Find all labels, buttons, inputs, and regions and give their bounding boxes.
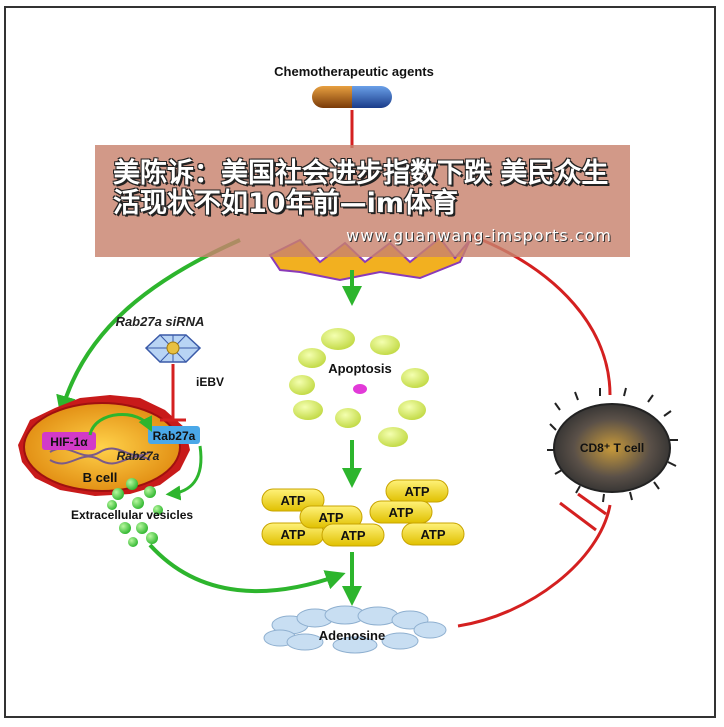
- red-loop-bottom: [457, 504, 612, 628]
- iebv-label: iEBV: [196, 375, 224, 389]
- rab27a-sirna-label: Rab27a siRNA: [116, 314, 205, 329]
- ev-label: Extracellular vesicles: [71, 508, 193, 522]
- apoptosis-label: Apoptosis: [328, 361, 392, 376]
- drug-capsule-icon: [312, 86, 392, 108]
- svg-text:ATP: ATP: [388, 505, 413, 520]
- atp-pill: ATP: [385, 479, 449, 503]
- rab-to-ev-arrow: [165, 445, 203, 501]
- nanoparticle-icon: [144, 334, 202, 363]
- hif1a-label: HIF-1α: [50, 435, 88, 449]
- red-loop-right: [469, 233, 612, 396]
- cd8-t-cell-label: CD8⁺ T cell: [580, 441, 644, 455]
- svg-text:ATP: ATP: [340, 528, 365, 543]
- svg-text:ATP: ATP: [280, 527, 305, 542]
- chemo-label: Chemotherapeutic agents: [274, 64, 434, 79]
- ev-dots: [107, 478, 163, 547]
- svg-text:ATP: ATP: [280, 493, 305, 508]
- svg-text:ATP: ATP: [404, 484, 429, 499]
- atp-pill: ATP: [261, 488, 325, 512]
- rab27a-gene-label: Rab27a: [117, 449, 160, 463]
- apoptosis-bubbles: [289, 328, 429, 447]
- green-arrow-ev-to-adenosine: [148, 543, 346, 594]
- hif1a-box: [42, 432, 96, 450]
- inhibition-bar-cap: [577, 492, 607, 516]
- atp-pill: ATP: [261, 522, 325, 546]
- rab27a-box: [148, 426, 200, 444]
- atp-pill: ATP: [401, 522, 465, 546]
- atp-pill: ATP: [299, 505, 363, 529]
- adenosine-cloud: [263, 605, 447, 654]
- svg-text:ATP: ATP: [318, 510, 343, 525]
- inhibition-bar: [559, 501, 597, 532]
- bcell-label: B cell: [83, 470, 118, 485]
- svg-text:ATP: ATP: [420, 527, 445, 542]
- watermark-banner: 美陈诉：美国社会进步指数下跌 美民众生活现状不如10年前—im体育 www.gu…: [95, 145, 630, 257]
- atp-pill: ATP: [321, 523, 385, 547]
- hif-to-rab-arrow: [88, 413, 153, 436]
- watermark-url[interactable]: www.guanwang-imsports.com: [346, 226, 612, 245]
- adenosine-label: Adenosine: [319, 628, 385, 643]
- atp-pill: ATP: [369, 500, 433, 524]
- watermark-title: 美陈诉：美国社会进步指数下跌 美民众生活现状不如10年前—im体育: [113, 158, 609, 219]
- rab27a-box-label: Rab27a: [153, 429, 196, 443]
- cd8-t-cell: [547, 387, 678, 503]
